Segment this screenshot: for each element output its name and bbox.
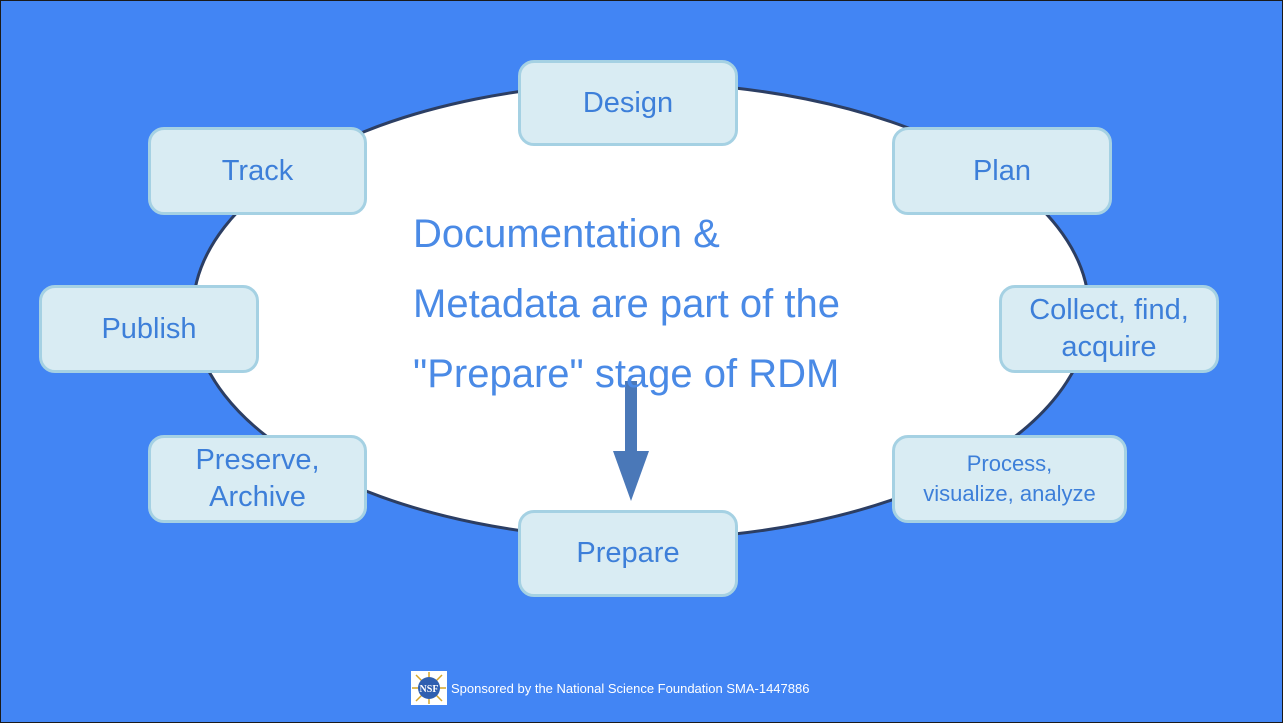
center-line-3: "Prepare" stage of RDM xyxy=(413,352,840,396)
stage-preserve-label-1: Preserve, xyxy=(195,444,320,476)
stage-prepare: Prepare xyxy=(518,510,738,597)
stage-prepare-label: Prepare xyxy=(576,537,680,569)
stage-publish-label: Publish xyxy=(101,312,197,345)
stage-design-label: Design xyxy=(582,86,674,119)
stage-process-label-2: visualize, analyze xyxy=(923,481,1096,506)
stage-plan: Plan xyxy=(892,127,1112,215)
down-arrow xyxy=(613,381,649,501)
stage-collect-label-2: acquire xyxy=(1061,331,1157,363)
nsf-logo-text: NSF xyxy=(420,684,439,695)
footer: NSF Sponsored by the National Science Fo… xyxy=(411,671,809,705)
stage-track: Track xyxy=(148,127,367,215)
nsf-logo-icon: NSF xyxy=(411,671,447,705)
footer-sponsor-text: Sponsored by the National Science Founda… xyxy=(451,680,810,696)
stage-track-label: Track xyxy=(221,154,294,187)
center-line-1: Documentation & xyxy=(413,212,720,256)
stage-process-label-1: Process, xyxy=(966,451,1053,476)
center-statement: Documentation & Metadata are part of the… xyxy=(413,199,933,409)
stage-plan-label: Plan xyxy=(972,154,1032,187)
stage-process: Process, visualize, analyze xyxy=(892,435,1127,523)
stage-publish: Publish xyxy=(39,285,259,373)
stage-preserve: Preserve, Archive xyxy=(148,435,367,523)
stage-collect: Collect, find, acquire xyxy=(999,285,1219,373)
stage-collect-label-1: Collect, find, xyxy=(1029,294,1189,326)
stage-design: Design xyxy=(518,60,738,146)
center-line-2: Metadata are part of the xyxy=(413,282,840,326)
stage-preserve-label-2: Archive xyxy=(209,481,306,513)
